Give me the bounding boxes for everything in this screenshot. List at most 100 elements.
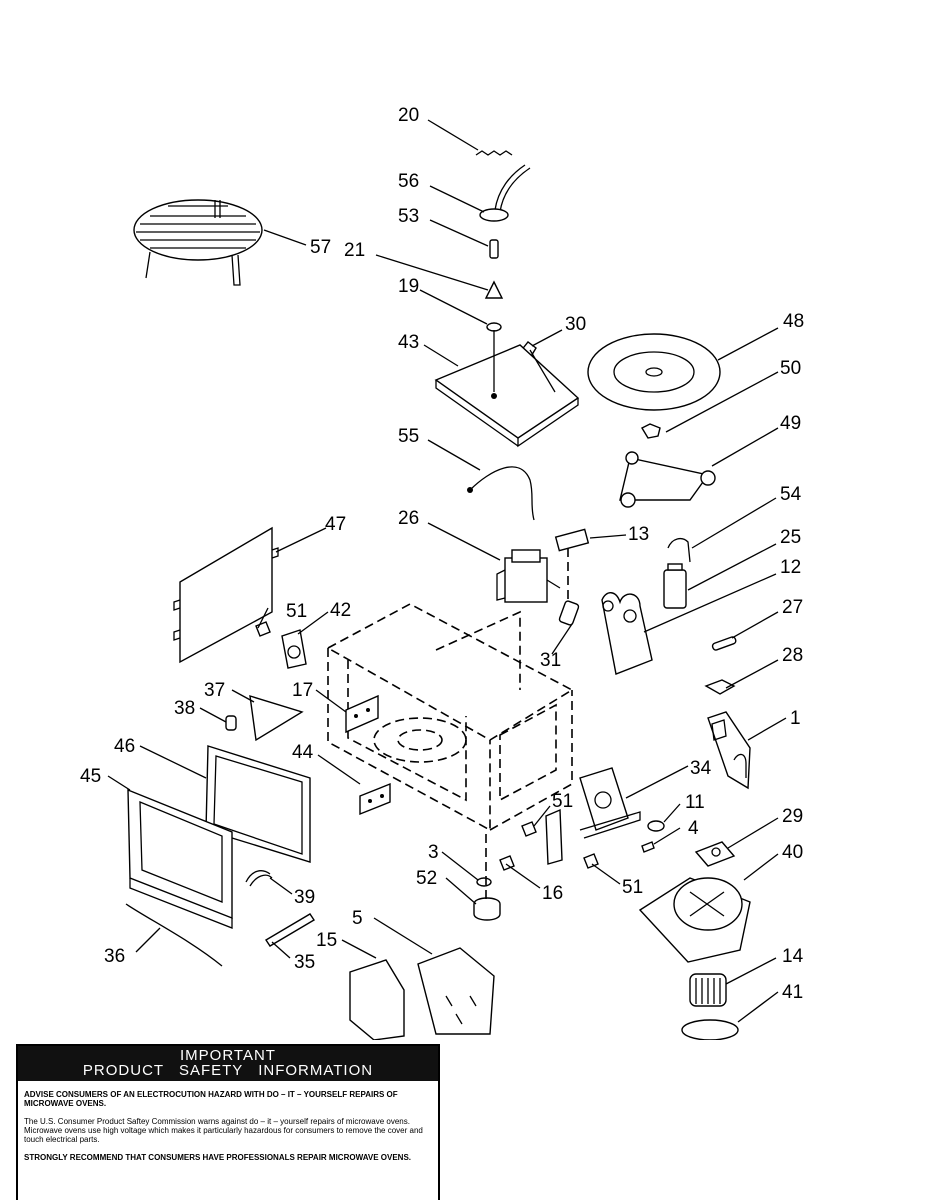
callout-21: 21 <box>344 240 365 261</box>
part-16-bracket <box>545 808 563 865</box>
part-15-bracket <box>349 959 405 1040</box>
callout-25: 25 <box>780 527 801 548</box>
callout-47: 47 <box>325 514 346 535</box>
part-57-rack-grill <box>136 205 260 249</box>
safety-cpsc-warning: The U.S. Consumer Product Saftey Commiss… <box>24 1117 423 1144</box>
callout-3: 3 <box>428 842 439 863</box>
callout-36: 36 <box>104 946 125 967</box>
safety-recommendation: STRONGLY RECOMMEND THAT CONSUMERS HAVE P… <box>24 1153 411 1162</box>
callout-20: 20 <box>398 105 419 126</box>
part-55-terminal <box>467 487 473 493</box>
part-57-rack <box>133 199 263 261</box>
part-35-bar <box>265 913 315 947</box>
part-48-tray-hub <box>645 367 663 377</box>
callout-29: 29 <box>782 806 803 827</box>
part-20-wire-clip <box>475 150 513 156</box>
callout-28: 28 <box>782 645 803 666</box>
part-51b-screw <box>521 821 537 837</box>
callout-44: 44 <box>292 742 314 763</box>
callout-1: 1 <box>790 708 801 729</box>
callout-54: 54 <box>780 484 802 505</box>
callout-39: 39 <box>294 887 315 908</box>
part-45-door-edge <box>129 878 233 929</box>
part-43-rod <box>493 330 556 393</box>
part-50-coupler <box>641 423 661 439</box>
part-5-duct <box>417 947 495 1035</box>
part-13-terminal <box>554 528 590 552</box>
part-51c-screw <box>583 853 599 869</box>
part-29-switch <box>694 841 736 867</box>
part-26-fins <box>496 569 561 601</box>
callout-26: 26 <box>398 508 419 529</box>
part-12-cover <box>601 592 653 675</box>
part-47-panel <box>179 526 273 664</box>
part-27-diode <box>711 636 737 651</box>
part-21-cone <box>484 280 504 299</box>
callout-52: 52 <box>416 868 437 889</box>
part-43-plate <box>434 344 580 439</box>
safety-advisory: ADVISE CONSUMERS OF AN ELECTROCUTION HAZ… <box>24 1090 398 1108</box>
callout-51b: 51 <box>552 791 573 812</box>
callout-45: 45 <box>80 766 101 787</box>
part-25-terminal <box>667 563 683 571</box>
part-4-screw <box>641 841 655 853</box>
safety-header-line2: PRODUCT SAFETY INFORMATION <box>82 1062 374 1079</box>
part-47-panel-tabs <box>173 547 279 641</box>
part-17-plate <box>345 694 379 734</box>
part-49-roller-2 <box>700 470 716 486</box>
safety-header-line1: IMPORTANT <box>180 1047 276 1064</box>
callout-19: 19 <box>398 276 419 297</box>
callout-14: 14 <box>782 946 804 967</box>
leader-lines <box>107 119 787 1023</box>
part-49-roller-1 <box>620 492 636 508</box>
part-19-washer <box>486 322 502 332</box>
part-40-fan-x <box>689 891 725 917</box>
part-1-switch <box>711 719 747 778</box>
part-53-pin <box>489 239 499 259</box>
part-56-grommet <box>479 208 509 222</box>
part-39-hinge <box>245 870 273 887</box>
callout-51c: 51 <box>622 877 643 898</box>
part-5-duct-slots <box>445 995 477 1025</box>
part-56-cord <box>494 164 531 213</box>
part-36-rod <box>125 903 223 967</box>
part-28-holder <box>704 679 736 695</box>
callout-15: 15 <box>316 930 337 951</box>
callout-labels: 20 56 53 21 19 30 43 57 48 50 49 55 54 2… <box>80 105 804 1003</box>
part-38-spring <box>225 715 237 731</box>
callout-43: 43 <box>398 332 419 353</box>
callout-30: 30 <box>565 314 586 335</box>
safety-notice: IMPORTANT PRODUCT SAFETY INFORMATION ADV… <box>16 1044 440 1200</box>
callout-35: 35 <box>294 952 315 973</box>
part-46-frame-inner <box>213 755 303 855</box>
part-48-tray-inner <box>613 351 695 393</box>
part-34-transformer <box>579 767 629 831</box>
callout-4: 4 <box>688 818 699 839</box>
callout-55: 55 <box>398 426 419 447</box>
callout-50: 50 <box>780 358 801 379</box>
part-12-hole-1 <box>602 600 614 612</box>
part-51a-screw <box>255 621 271 637</box>
callout-40: 40 <box>782 842 803 863</box>
callout-5: 5 <box>352 908 363 929</box>
callout-41: 41 <box>782 982 803 1003</box>
exploded-parts-diagram: 20 56 53 21 19 30 43 57 48 50 49 55 54 2… <box>80 105 804 1040</box>
callout-56: 56 <box>398 171 419 192</box>
part-34-base <box>579 811 641 839</box>
callout-12: 12 <box>780 557 801 578</box>
callout-38: 38 <box>174 698 195 719</box>
part-26-magnetron <box>504 557 548 603</box>
part-42-dial <box>287 645 301 659</box>
callout-16: 16 <box>542 883 563 904</box>
callout-37: 37 <box>204 680 225 701</box>
part-57-rack-legs <box>145 200 241 286</box>
part-54-clip <box>667 537 691 563</box>
callout-13: 13 <box>628 524 649 545</box>
callout-48: 48 <box>783 311 804 332</box>
part-11-nut <box>647 820 665 832</box>
callout-51a: 51 <box>286 601 307 622</box>
part-44-plate <box>359 782 391 816</box>
part-49-roller-3 <box>625 451 639 465</box>
part-48-tray <box>587 333 721 411</box>
part-25-capacitor <box>663 569 687 609</box>
